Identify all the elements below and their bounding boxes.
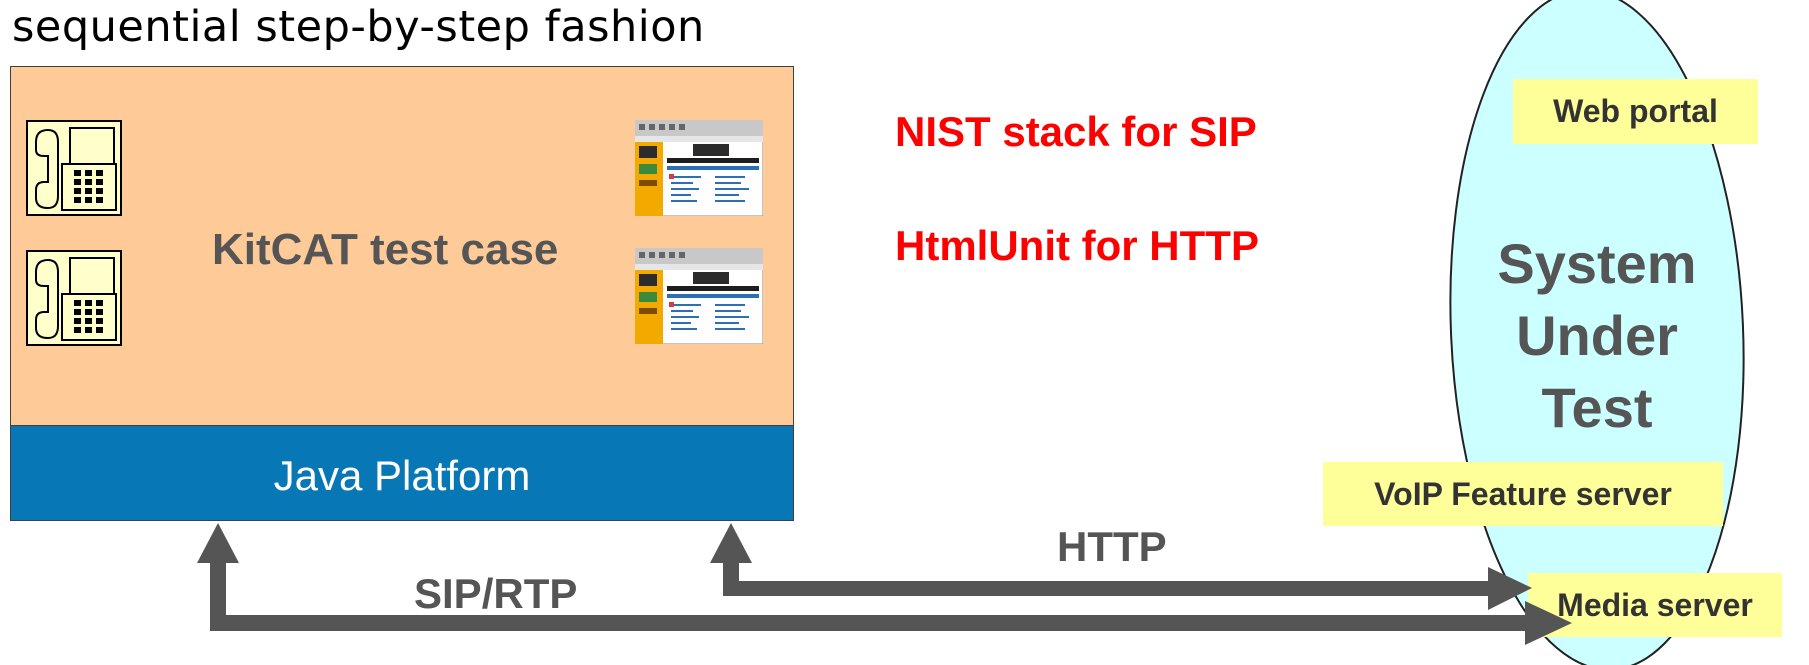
http-arrowhead-right [1488,567,1532,610]
http-arrow-horizontal [723,581,1493,596]
media-server-label: Media server [1528,573,1782,637]
java-platform-label: Java Platform [273,452,531,499]
http-arrowhead-up [710,523,752,563]
sip-rtp-arrow-horizontal [210,615,1525,631]
sut-line-test: Test [1541,376,1653,439]
web-browser-icon [635,248,763,344]
ip-phone-icon [26,120,122,216]
sip-rtp-arrow-vertical [210,563,226,624]
sip-rtp-arrowhead-right [1525,601,1572,645]
system-under-test-label: System Under Test [1462,228,1732,444]
htmlunit-http-label: HtmlUnit for HTTP [895,222,1259,269]
page-heading: sequential step-by-step fashion [12,2,705,52]
kitcat-test-case-label: KitCAT test case [212,225,559,274]
http-connection-label: HTTP [1057,523,1167,570]
sut-line-under: Under [1516,304,1678,367]
voip-feature-server-label: VoIP Feature server [1323,462,1723,526]
nist-sip-label: NIST stack for SIP [895,108,1257,155]
web-browser-icon [635,120,763,216]
web-portal-label: Web portal [1513,79,1758,144]
ip-phone-icon [26,250,122,346]
sip-rtp-connection-label: SIP/RTP [414,570,578,617]
sip-rtp-arrowhead-up [197,523,239,563]
sut-line-system: System [1497,232,1697,295]
java-platform-bar [10,425,794,521]
